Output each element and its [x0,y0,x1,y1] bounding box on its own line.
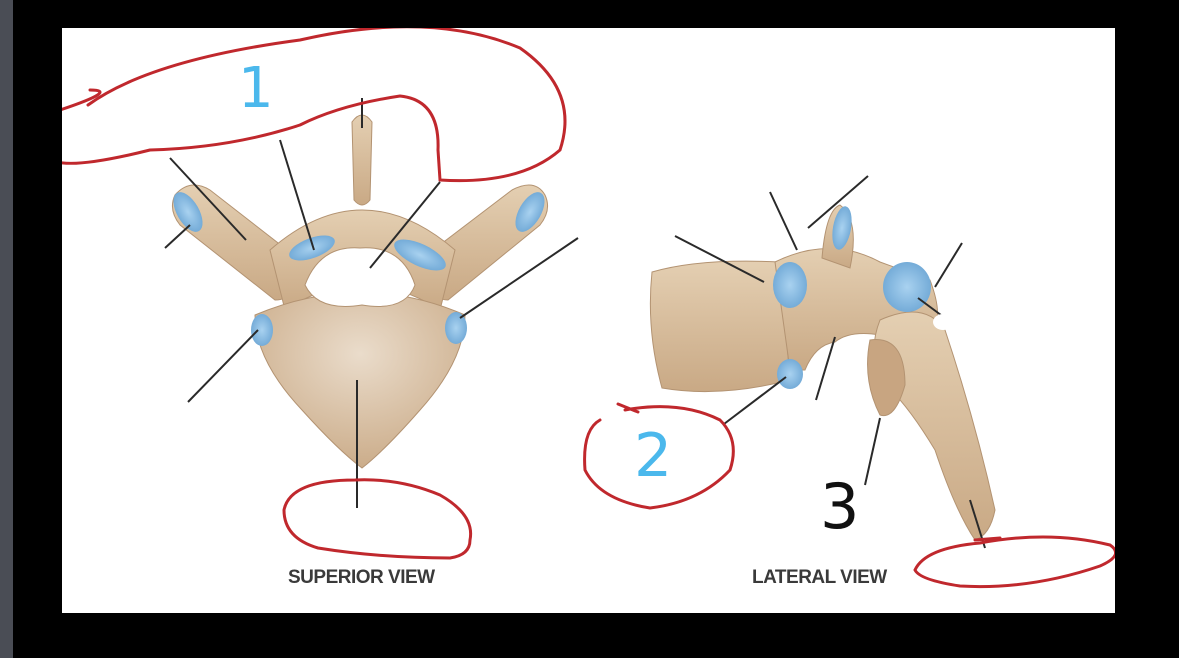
annotation-circle-2 [583,405,735,510]
diagram-canvas: 1 2 3 SUPERIOR VIEW LATERAL VIEW [62,28,1115,613]
annotation-circle-body-label [282,478,473,560]
annotation-circle-spinous-label [913,535,1115,589]
window-edge-bar [0,0,13,658]
vertebra-figure [62,28,1115,589]
superior-leader-lines [164,98,579,508]
lateral-view [649,175,996,549]
annotation-number-3: 3 [820,470,860,543]
annotation-number-1: 1 [238,56,274,121]
annotation-circle-top [62,28,567,183]
superior-view [164,98,579,508]
lateral-leader-lines [674,175,986,549]
caption-lateral-view: LATERAL VIEW [752,567,887,588]
caption-superior-view: SUPERIOR VIEW [288,567,435,588]
annotation-number-2: 2 [634,421,673,491]
red-pen-annotations [62,28,1115,589]
